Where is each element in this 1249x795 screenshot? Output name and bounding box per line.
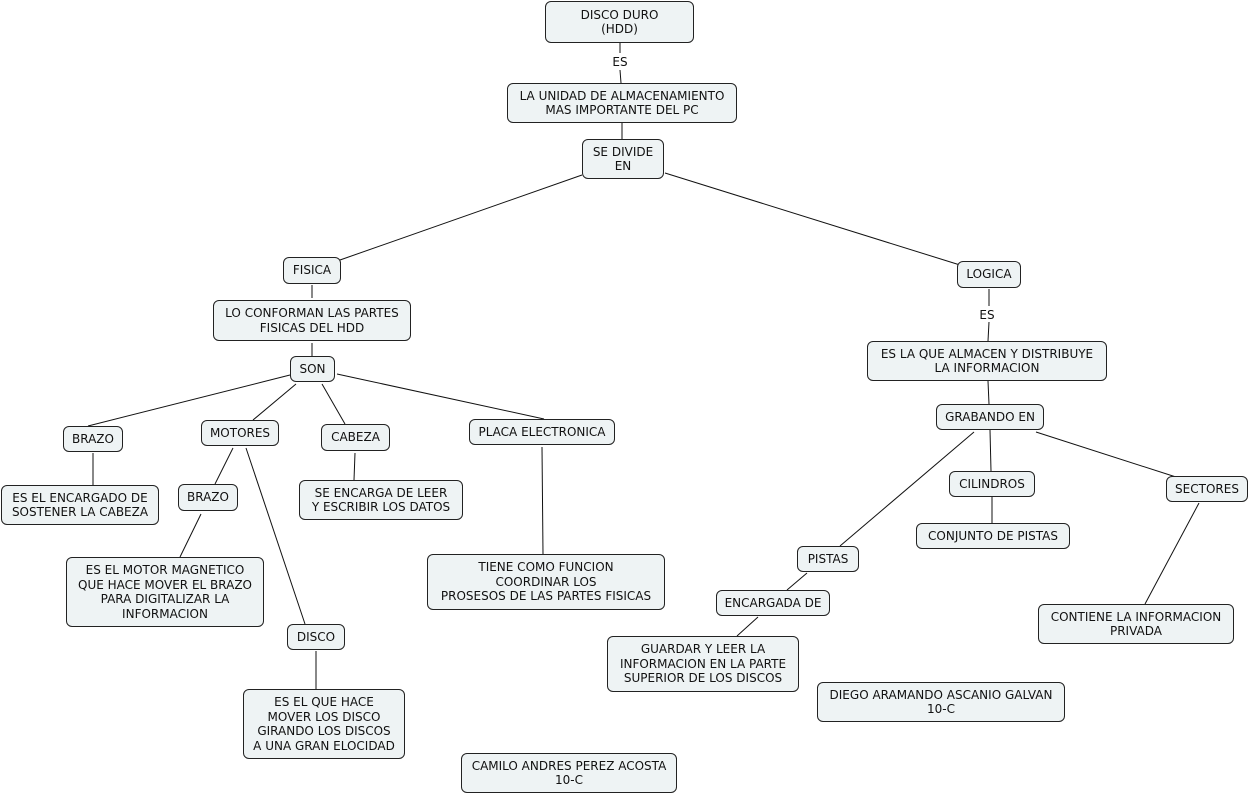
- node-son[interactable]: SON: [290, 356, 335, 382]
- node-guardar-leer[interactable]: GUARDAR Y LEER LA INFORMACION EN LA PART…: [607, 636, 799, 692]
- node-contiene-informacion[interactable]: CONTIENE LA INFORMACION PRIVADA: [1038, 604, 1234, 644]
- node-placa-electronica[interactable]: PLACA ELECTRONICA: [469, 419, 615, 445]
- edge-son-placa: [336, 373, 545, 420]
- node-encargado-cabeza[interactable]: ES EL ENCARGADO DE SOSTENER LA CABEZA: [1, 485, 159, 525]
- edge-cabeza-se-encarga: [353, 452, 356, 481]
- edge-brazo2-motor-magnetico: [179, 513, 202, 558]
- node-disco[interactable]: DISCO: [287, 624, 345, 650]
- edge-grabando-cilindros: [989, 429, 992, 472]
- link-label-es-top: ES: [610, 55, 630, 69]
- node-mover-disco[interactable]: ES EL QUE HACE MOVER LOS DISCO GIRANDO L…: [243, 689, 405, 759]
- node-sectores[interactable]: SECTORES: [1166, 476, 1248, 502]
- edge-es-unidad: [619, 69, 622, 84]
- node-cabeza[interactable]: CABEZA: [321, 424, 390, 451]
- edge-son-motores: [252, 383, 297, 421]
- node-motores[interactable]: MOTORES: [201, 420, 279, 446]
- node-brazo[interactable]: BRAZO: [63, 426, 123, 452]
- edge-sectores-contiene: [1144, 502, 1200, 605]
- node-conjunto-pistas[interactable]: CONJUNTO DE PISTAS: [916, 523, 1070, 549]
- edge-motores-brazo2: [214, 447, 234, 485]
- node-tiene-funcion[interactable]: TIENE COMO FUNCION COORDINAR LOS PROSESO…: [427, 554, 665, 610]
- node-pistas[interactable]: PISTAS: [797, 546, 859, 572]
- node-camilo[interactable]: CAMILO ANDRES PEREZ ACOSTA 10-C: [461, 753, 677, 793]
- node-encargada-de[interactable]: ENCARGADA DE: [716, 590, 830, 616]
- edge-encargada-guardar: [736, 616, 759, 637]
- edge-se-divide-logica: [664, 172, 961, 266]
- node-fisica[interactable]: FISICA: [283, 257, 341, 284]
- node-motor-magnetico[interactable]: ES EL MOTOR MAGNETICO QUE HACE MOVER EL …: [66, 557, 264, 627]
- edge-es-almacen: [987, 321, 990, 342]
- edge-placa-tiene: [541, 446, 544, 555]
- node-diego[interactable]: DIEGO ARAMANDO ASCANIO GALVAN 10-C: [817, 682, 1065, 722]
- node-logica[interactable]: LOGICA: [957, 261, 1021, 288]
- link-label-es-logica: ES: [977, 308, 997, 322]
- edge-son-cabeza: [321, 383, 346, 425]
- edge-se-divide-fisica: [339, 174, 583, 261]
- node-se-divide[interactable]: SE DIVIDE EN: [582, 139, 664, 179]
- node-se-encarga[interactable]: SE ENCARGA DE LEER Y ESCRIBIR LOS DATOS: [299, 480, 463, 520]
- edge-pistas-encargada: [786, 572, 808, 591]
- node-unidad-almacenamiento[interactable]: LA UNIDAD DE ALMACENAMIENTO MAS IMPORTAN…: [507, 83, 737, 123]
- edge-almacen-grabando: [987, 380, 990, 405]
- node-cilindros[interactable]: CILINDROS: [949, 471, 1035, 497]
- node-disco-duro[interactable]: DISCO DURO (HDD): [545, 1, 694, 43]
- node-grabando-en[interactable]: GRABANDO EN: [936, 404, 1044, 430]
- edge-son-brazo: [87, 374, 291, 427]
- edge-grabando-sectores: [1035, 431, 1177, 478]
- node-almacen-distribuye[interactable]: ES LA QUE ALMACEN Y DISTRIBUYE LA INFORM…: [867, 341, 1107, 381]
- node-lo-conforman[interactable]: LO CONFORMAN LAS PARTES FISICAS DEL HDD: [213, 300, 411, 341]
- node-brazo-motor[interactable]: BRAZO: [178, 484, 238, 511]
